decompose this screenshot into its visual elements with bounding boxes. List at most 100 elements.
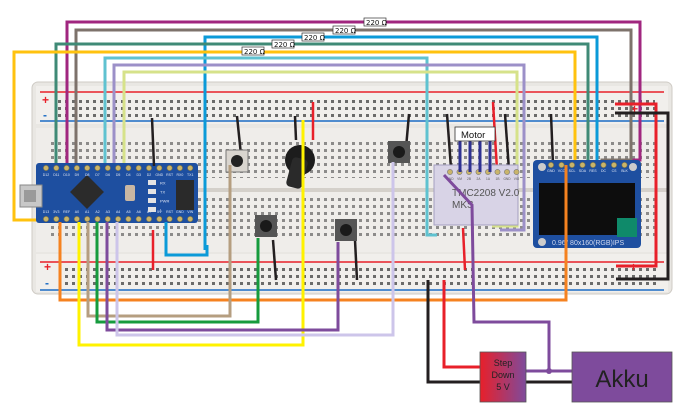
- wire-red-rail-link: [615, 102, 658, 268]
- pin: [548, 162, 554, 168]
- pin-label: 1B: [496, 177, 500, 181]
- pin-label: A4: [116, 210, 120, 214]
- pin: [621, 162, 628, 168]
- wire-orange: [58, 165, 568, 302]
- status-led: [148, 189, 156, 194]
- pin-label: BLK: [621, 169, 628, 173]
- icsp-header: [176, 180, 194, 210]
- pin-label: GND: [547, 169, 555, 173]
- pin: [600, 162, 607, 168]
- pin: [494, 169, 501, 175]
- top-power-rail: + -: [36, 86, 668, 124]
- pin-label: D2: [147, 173, 152, 177]
- plus-sign: +: [42, 93, 49, 107]
- pin: [504, 169, 510, 175]
- wire-gold: [12, 50, 577, 222]
- pin: [104, 165, 111, 171]
- pin-label: DC: [601, 169, 607, 173]
- pin: [74, 216, 80, 222]
- push-button-4[interactable]: [388, 141, 410, 163]
- jumper-gnd-button1: [235, 115, 243, 156]
- push-button-3[interactable]: [335, 219, 357, 241]
- pin: [104, 216, 111, 222]
- driver-brand: MKS: [452, 200, 474, 211]
- pin-label: D4: [126, 173, 131, 177]
- pin: [43, 165, 49, 171]
- pin: [187, 216, 194, 222]
- pin-label: A2: [95, 210, 99, 214]
- jumper-gnd-button4: [353, 239, 359, 281]
- status-led: [148, 180, 156, 185]
- minus-sign: -: [43, 108, 47, 122]
- pin: [176, 216, 183, 222]
- pin: [63, 165, 70, 171]
- pin-label: VM: [457, 177, 462, 181]
- resistor-tag-2: 220 Ω: [332, 25, 357, 35]
- driver-label: TMC2208 V2.0: [452, 188, 520, 199]
- pin: [146, 165, 152, 171]
- junction-dot: [546, 368, 552, 374]
- pin-label: VIN: [187, 210, 193, 214]
- pin-label: A6: [137, 210, 141, 214]
- pin: [176, 165, 183, 171]
- pin: [43, 216, 49, 222]
- pin: [558, 162, 565, 168]
- pin: [156, 165, 163, 171]
- arduino-bottom-pins: D133V3REFA0A1A2A3A4A5A6A75VRSTGNDVIN: [43, 210, 194, 222]
- motor-label: Motor: [461, 130, 485, 141]
- wire-lilac: [115, 162, 395, 337]
- reset-button[interactable]: [125, 185, 135, 201]
- usb-connector: [19, 184, 43, 208]
- plus-sign: +: [631, 102, 638, 116]
- step-down-converter: Step Down 5 V: [479, 351, 527, 403]
- svg-text:Down: Down: [491, 370, 514, 380]
- pin-label: SCL: [569, 169, 576, 173]
- wire-stepdown-vout: [442, 280, 482, 369]
- wire-purple: [105, 222, 340, 332]
- pin-label: 3V3: [53, 210, 59, 214]
- pin-label: D12: [43, 173, 49, 177]
- pin-label: TX1: [187, 173, 193, 177]
- pin-label: GND: [503, 177, 511, 181]
- plus-sign: +: [44, 260, 51, 274]
- wire-yellow: [77, 120, 305, 347]
- status-led-label: RX: [160, 181, 166, 186]
- pin-label: D8: [85, 173, 90, 177]
- pin-label: D10: [63, 173, 69, 177]
- status-led-label: L: [160, 208, 163, 213]
- wire-cyan: [103, 56, 437, 237]
- pin-label: D11: [53, 173, 59, 177]
- status-led: [148, 198, 156, 203]
- pin-label: CS: [612, 169, 618, 173]
- svg-text:Step: Step: [494, 358, 513, 368]
- push-button-2[interactable]: [255, 215, 277, 237]
- minus-sign: -: [45, 276, 49, 290]
- pin-label: D5: [116, 173, 121, 177]
- pin: [84, 165, 91, 171]
- pin: [94, 165, 101, 171]
- pin: [84, 216, 91, 222]
- battery-pack: Akku: [571, 351, 673, 403]
- pin-label: D9: [75, 173, 80, 177]
- pin-label: 1A: [486, 177, 491, 181]
- jumper-gnd-button2: [271, 239, 278, 281]
- pin-label: A3: [106, 210, 110, 214]
- battery-label: Akku: [595, 366, 648, 393]
- resistor-labels: 220 Ω 220 Ω 220 Ω 220 Ω 220 Ω: [241, 17, 388, 56]
- pin-label: D13: [43, 210, 49, 214]
- resistor-tag-5: 220 Ω: [241, 46, 266, 56]
- wire-black-rail-link: [615, 111, 670, 281]
- jumper-gnd-driver2: [503, 113, 511, 171]
- jumper-gnd-arduino: [150, 117, 156, 167]
- pin-label: D7: [95, 173, 100, 177]
- jumper-gnd-display: [549, 113, 555, 166]
- pin: [187, 165, 194, 171]
- pin-label: GND: [176, 210, 184, 214]
- pin: [146, 216, 152, 222]
